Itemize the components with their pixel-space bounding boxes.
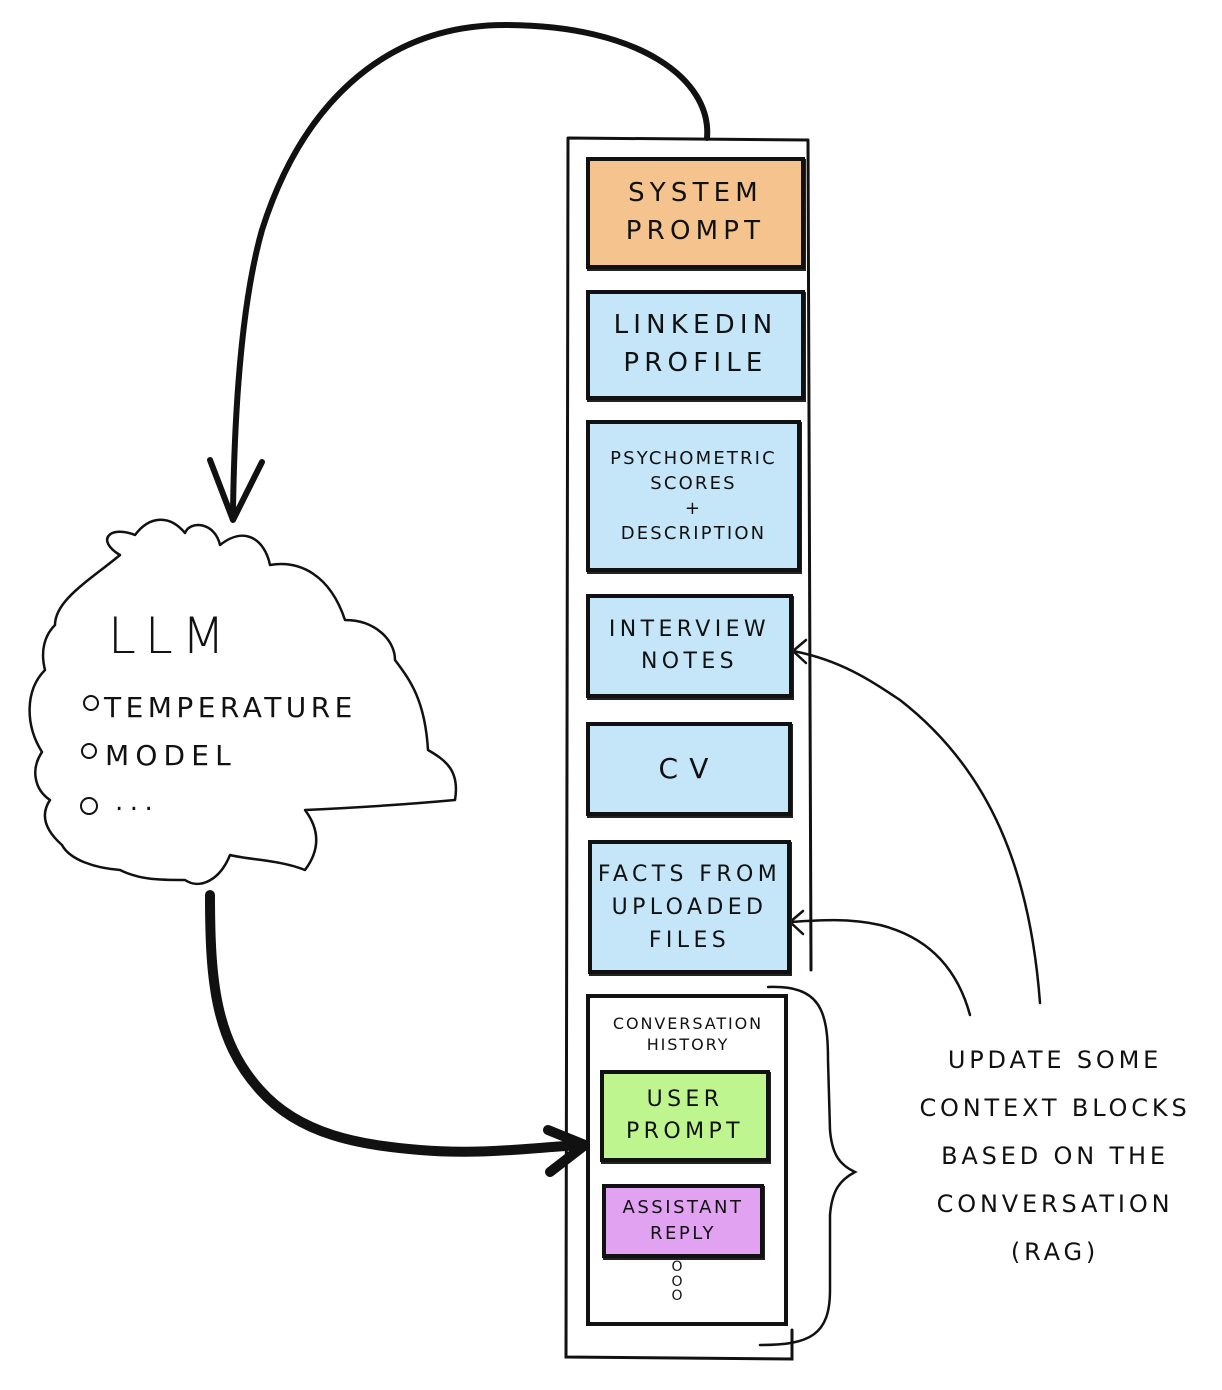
- llm-title: LLM: [108, 607, 234, 665]
- block-interview-notes-label: INTERVIEW NOTES: [608, 617, 771, 674]
- prompt-to-llm-arrow: [230, 21, 711, 513]
- llm-cloud-shape: [28, 518, 458, 886]
- block-cv-label: CV: [658, 751, 720, 785]
- bullet-icon: [83, 695, 99, 711]
- block-interview-notes: INTERVIEW NOTES: [586, 594, 793, 698]
- block-user-prompt-label: USER PROMPT: [626, 1087, 744, 1144]
- prompt-to-llm-arrowhead: [207, 457, 265, 523]
- context-window-frame: [564, 136, 813, 1361]
- block-linkedin-profile: LINKEDIN PROFILE: [586, 290, 805, 400]
- block-user-prompt: USER PROMPT: [600, 1070, 770, 1162]
- block-linkedin-profile-label: LINKEDIN PROFILE: [613, 310, 778, 378]
- rag-arrow-interview-head: [791, 638, 808, 665]
- block-assistant-reply-label: ASSISTANT REPLY: [622, 1196, 744, 1244]
- conversation-history-title: CONVERSATION HISTORY: [612, 1014, 764, 1054]
- llm-param-temperature: TEMPERATURE: [104, 691, 357, 724]
- bullet-icon: [80, 797, 98, 815]
- llm-to-history-arrowhead: [543, 1125, 590, 1177]
- block-psychometric-label: PSYCHOMETRIC SCORES + DESCRIPTION: [610, 447, 777, 545]
- block-system-prompt-label: SYSTEM PROMPT: [625, 178, 766, 246]
- llm-to-history-arrow: [205, 890, 585, 1157]
- block-facts-uploaded: FACTS FROM UPLOADED FILES: [588, 840, 791, 974]
- block-psychometric: PSYCHOMETRIC SCORES + DESCRIPTION: [586, 420, 801, 572]
- llm-param-more: ...: [115, 787, 160, 817]
- llm-param-model: MODEL: [105, 739, 237, 772]
- rag-arrow-interview: [791, 649, 1042, 1005]
- history-curly-brace: [758, 985, 858, 1347]
- rag-arrow-facts: [788, 918, 972, 1017]
- block-system-prompt: SYSTEM PROMPT: [586, 157, 805, 269]
- history-more-ellipsis: o o o: [671, 1259, 683, 1305]
- conversation-history-frame: [586, 994, 788, 1326]
- block-cv: CV: [586, 722, 792, 816]
- block-facts-uploaded-label: FACTS FROM UPLOADED FILES: [597, 861, 782, 953]
- rag-annotation: UPDATE SOME CONTEXT BLOCKS BASED ON THE …: [919, 1046, 1191, 1266]
- block-assistant-reply: ASSISTANT REPLY: [602, 1184, 764, 1258]
- bullet-icon: [81, 743, 97, 759]
